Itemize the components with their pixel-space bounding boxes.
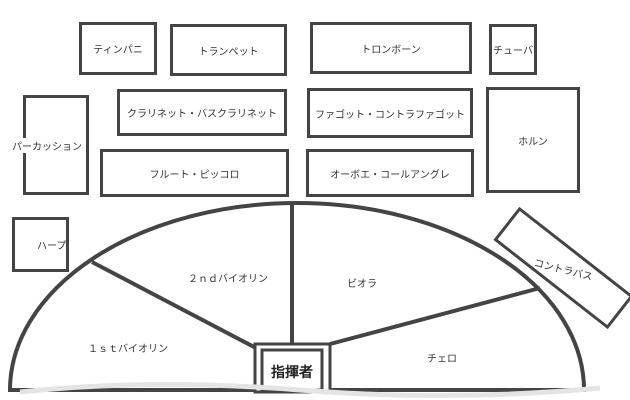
harp-label: ハープ	[37, 237, 67, 252]
trombone-label: トロンボーン	[361, 44, 421, 56]
oboe-label: オーボエ・コールアングレ	[330, 169, 450, 181]
string-semicircle	[7, 201, 587, 392]
divider-1st-2nd	[91, 260, 257, 350]
divider-viola-cello	[329, 286, 541, 346]
oboe-box: オーボエ・コールアングレ	[306, 149, 474, 197]
harp-box: ハープ	[12, 217, 69, 272]
timpani-box: ティンパニ	[79, 22, 157, 75]
trombone-box: トロンボーン	[310, 22, 472, 74]
cello-label: チェロ	[427, 353, 457, 365]
bassoon-box: ファゴット・コントラファゴット	[307, 88, 473, 138]
timpani-label: ティンパニ	[93, 45, 143, 56]
viola-label: ビオラ	[347, 278, 377, 290]
conductor-box	[260, 348, 324, 392]
clarinet-label: クラリネット・バスクラリネット	[127, 109, 277, 120]
horn-box: ホルン	[486, 87, 580, 193]
flute-box: フルート・ピッコロ	[100, 149, 289, 197]
clarinet-box: クラリネット・バスクラリネット	[117, 89, 287, 136]
floor-sketch	[19, 381, 601, 399]
percussion-box: パーカッション	[12, 95, 89, 195]
percussion-label: パーカッション	[12, 137, 82, 153]
trumpet-box: トランペット	[170, 24, 287, 76]
conductor-label: 指揮者	[271, 364, 313, 381]
contrabass-label: コントラバス	[532, 257, 594, 283]
flute-label: フルート・ピッコロ	[149, 169, 240, 181]
second-violin-label: ２ｎｄバイオリン	[188, 273, 268, 285]
tuba-box: チューバ	[489, 24, 537, 75]
first-violin-label: １ｓｔバイオリン	[88, 343, 168, 355]
horn-label: ホルン	[518, 136, 548, 148]
bassoon-label: ファゴット・コントラファゴット	[315, 109, 465, 121]
tuba-label: チューバ	[493, 46, 533, 57]
trumpet-label: トランペット	[198, 46, 259, 58]
